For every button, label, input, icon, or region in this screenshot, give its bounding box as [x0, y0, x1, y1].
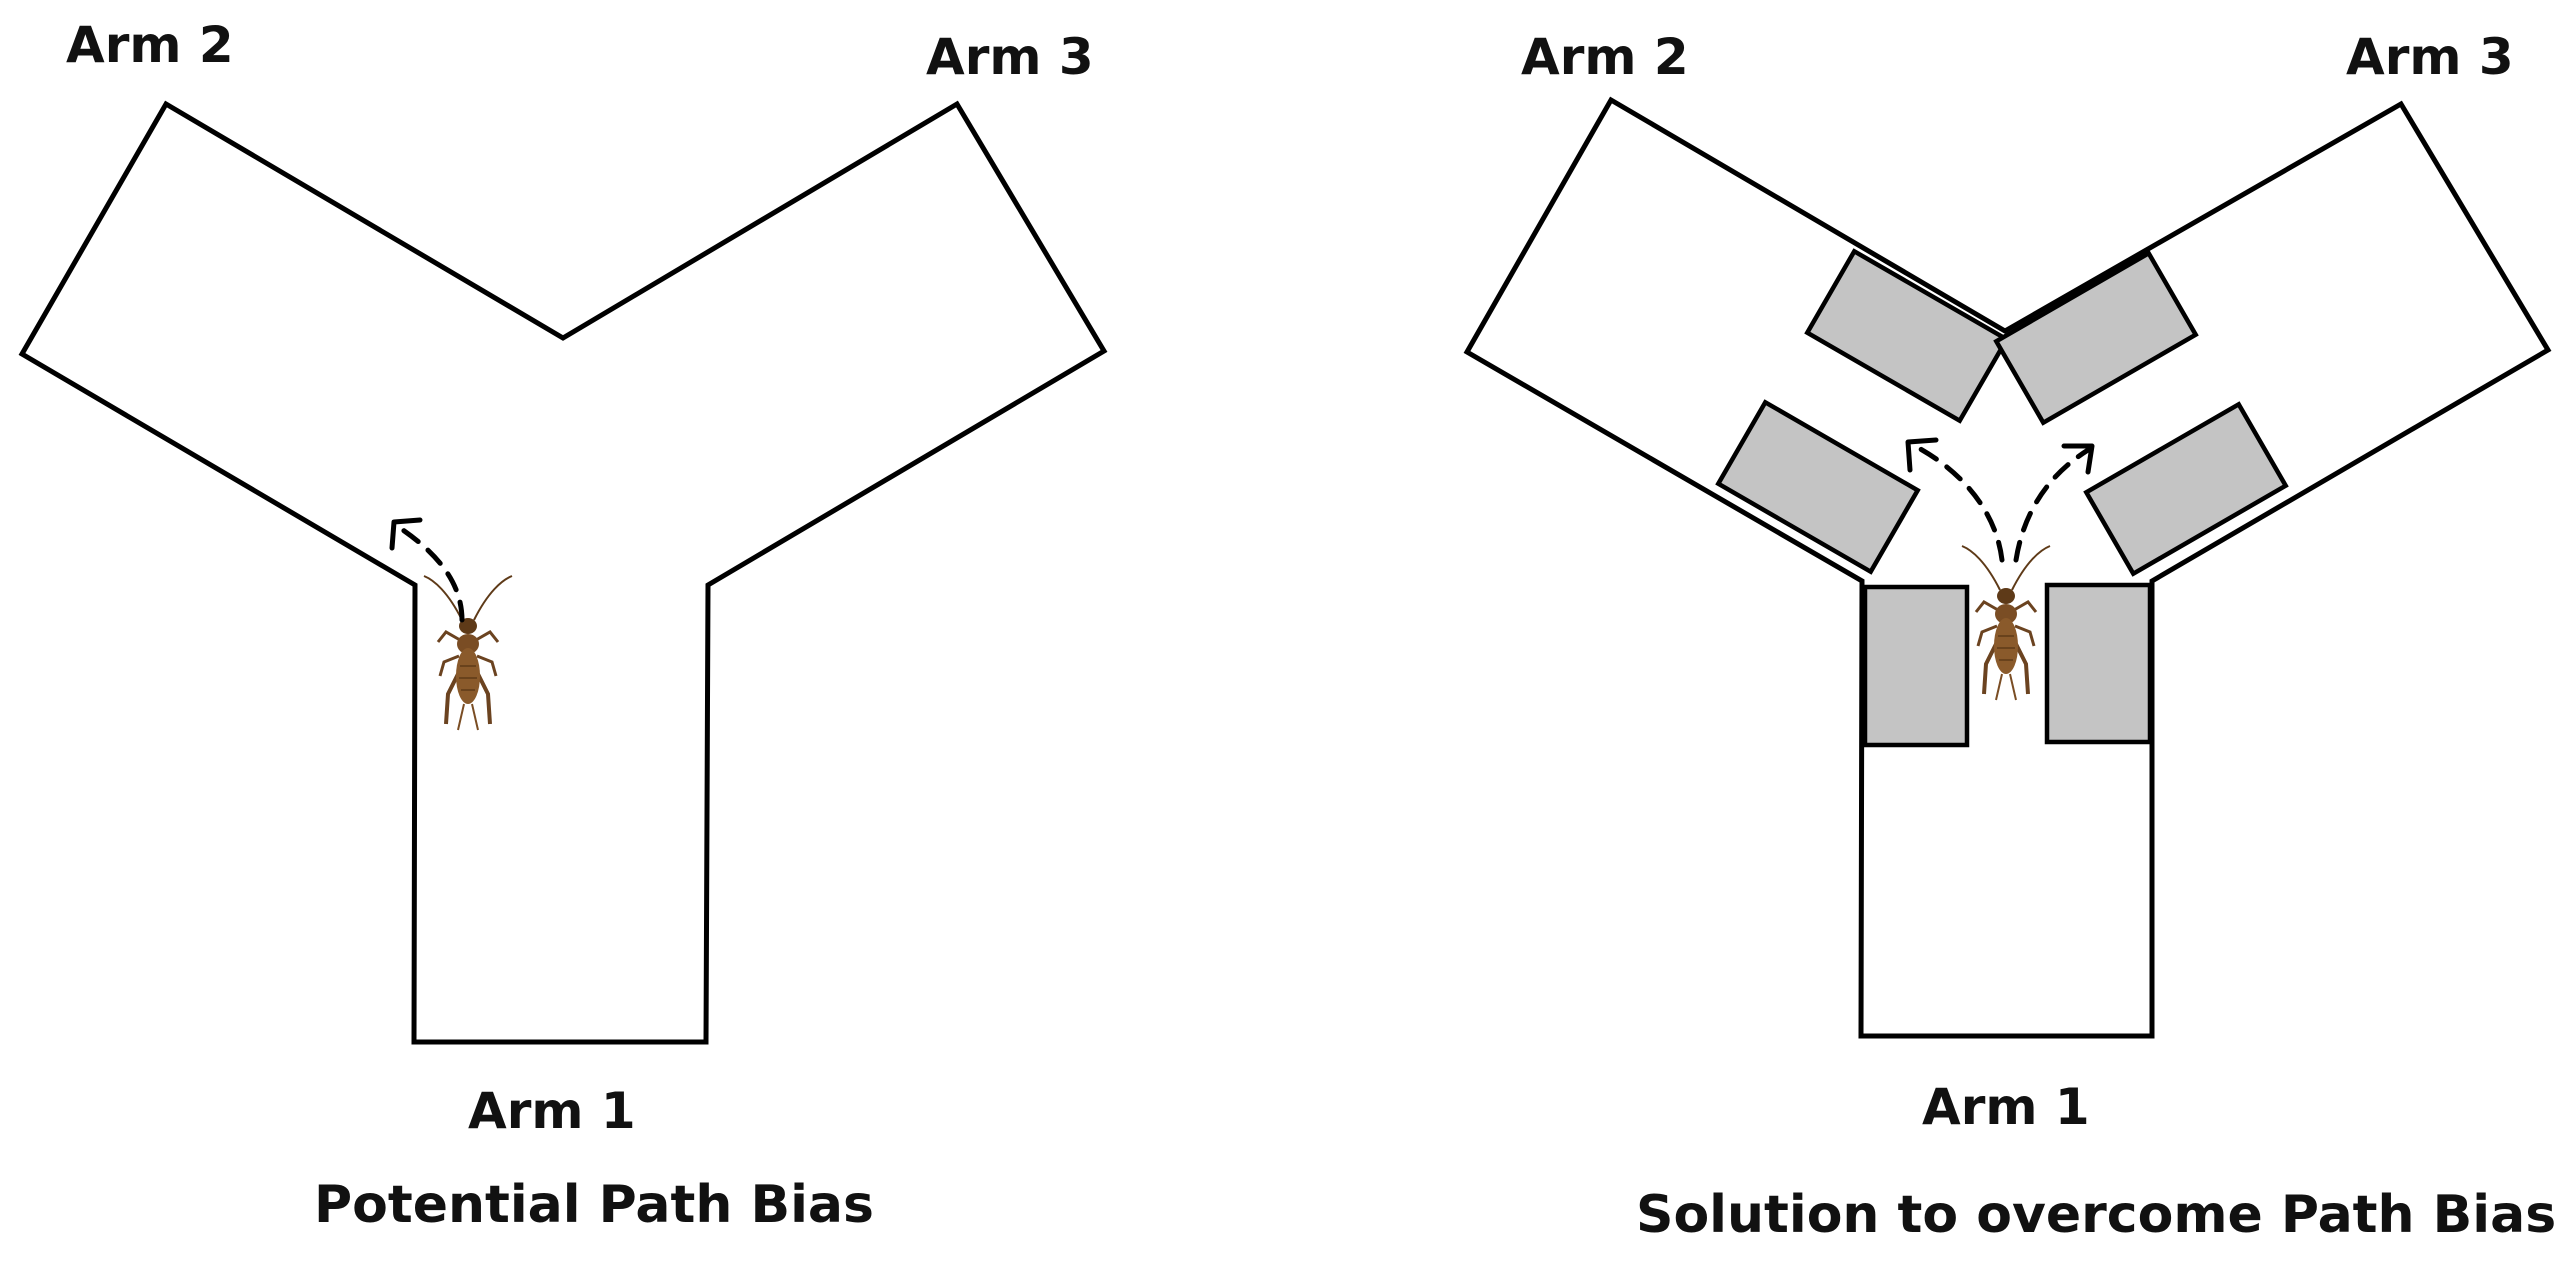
right-panel: Arm 2 Arm 3 Arm 1 Solution to overcome P… — [1463, 28, 2556, 1245]
block-arm2-upper — [1804, 248, 2010, 424]
block-arm2-lower — [1715, 399, 1921, 575]
block-arm1-right — [2044, 582, 2153, 745]
left-y-maze-outline — [18, 100, 1108, 1045]
left-dashed-arrow-icon — [389, 517, 465, 623]
left-panel: Arm 2 Arm 3 Arm 1 Potential Path Bias — [18, 16, 1108, 1235]
right-dashed-arrow-left-icon — [1905, 437, 2005, 563]
obstruction-blocks — [1715, 248, 2289, 748]
left-caption: Potential Path Bias — [314, 1175, 874, 1235]
right-dashed-arrow-right-icon — [2013, 443, 2095, 563]
right-arm1-label: Arm 1 — [1922, 1078, 2090, 1136]
right-caption: Solution to overcome Path Bias — [1636, 1185, 2556, 1245]
left-arm1-label: Arm 1 — [468, 1082, 636, 1140]
left-arm3-label: Arm 3 — [926, 28, 1094, 86]
right-y-maze-outline — [1463, 96, 2552, 1039]
right-arm3-label: Arm 3 — [2346, 28, 2514, 86]
block-arm1-left — [1862, 584, 1970, 748]
block-arm3-lower — [2083, 401, 2289, 577]
right-arm2-label: Arm 2 — [1521, 28, 1689, 86]
left-arm2-label: Arm 2 — [66, 16, 234, 74]
block-arm3-upper — [1993, 250, 2199, 426]
